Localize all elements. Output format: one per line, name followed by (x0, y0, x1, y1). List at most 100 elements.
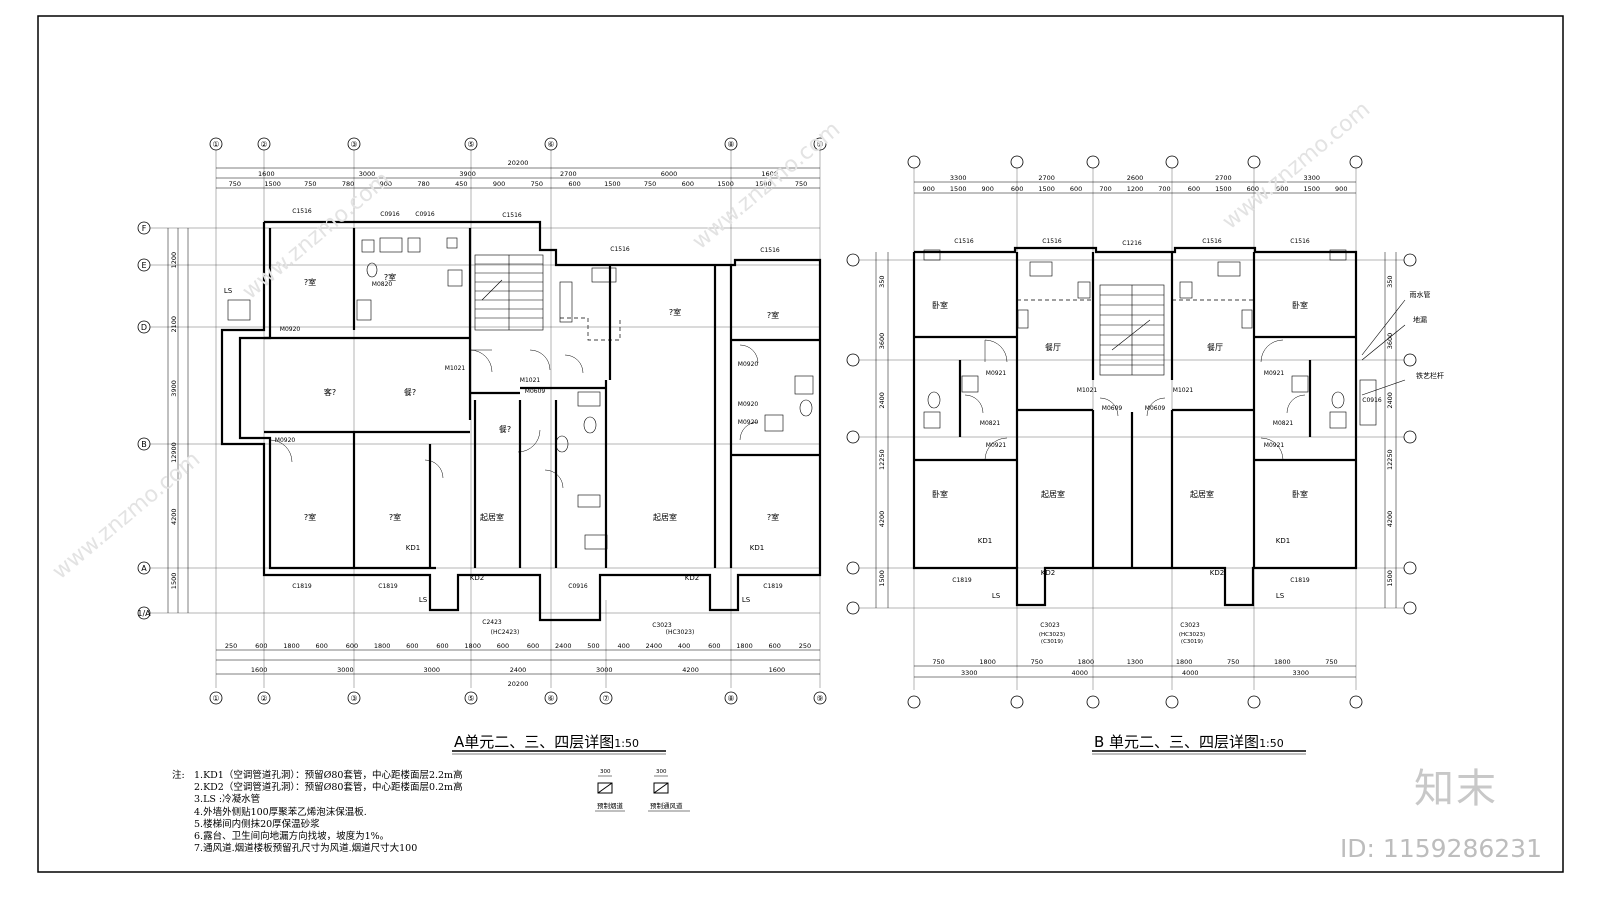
plan-a-window-label: C2423 (482, 619, 502, 626)
plan-b-room-label: 卧室 (932, 489, 948, 499)
plan-a-bottom-dim: 600 (708, 642, 720, 650)
plan-a-axis-col-bubble-label: ③ (350, 140, 357, 149)
plan-b-title-text: B 单元二、三、四层详图 (1094, 733, 1260, 751)
plan-a-bottom-dim: 600 (406, 642, 418, 650)
plan-a-axis-col-bubble-label: ⑦ (602, 694, 609, 703)
plan-a-axis-col-bubble-label: ① (212, 140, 219, 149)
plan-b-top-dim: 700 (1158, 185, 1170, 193)
plan-b-top-dim: 600 (1247, 185, 1259, 193)
plan-a-fixtures (227, 237, 814, 550)
plan-b-callout: 地漏 (1413, 315, 1427, 324)
plan-a-axis-row-bubble-label: F (142, 224, 147, 233)
plan-a-room-label: ?室 (304, 512, 316, 522)
plan-b-top-dim: 1500 (1304, 185, 1321, 193)
plan-a-top-dim: 450 (455, 180, 467, 188)
title-underlines (452, 750, 1306, 755)
plan-b-axis-col-bubble (1247, 695, 1261, 709)
plan-a-window-label: C1819 (292, 583, 312, 590)
plan-b-window-note: (HC3023) (1179, 632, 1205, 638)
plan-a-window-label: C1819 (763, 583, 783, 590)
plan-b-window-label: C1516 (1202, 238, 1222, 245)
plan-b-axis-row-bubble (846, 601, 860, 615)
plan-a-axis-col-bubble-label: ⑤ (467, 694, 474, 703)
watermark-id: ID: 1159286231 (1339, 834, 1542, 863)
plan-a-axis-col-bubble-label: ⑨ (816, 694, 823, 703)
plan-b-room-label: 卧室 (1292, 489, 1308, 499)
plan-a-axis-col-bubble-label: ⑧ (727, 140, 734, 149)
plan-a-top-dim: 1600 (761, 170, 778, 178)
plan-b-top-dim: 600 (1070, 185, 1082, 193)
plan-a-walls (220, 220, 822, 622)
plan-b-tag: LS (992, 592, 1001, 600)
plan-a-door-label: M0920 (275, 437, 296, 444)
plan-b-axis-row-bubble (846, 353, 860, 367)
plan-a-top-dim: 750 (531, 180, 543, 188)
plan-a-door-label: M0920 (738, 419, 759, 426)
plan-b-top-dim: 1500 (1038, 185, 1055, 193)
plan-a-axis-row-bubble (137, 320, 151, 334)
plan-a-axis-col-bubble (813, 137, 827, 151)
plan-a-total-dim: 20200 (508, 680, 529, 688)
plan-a-bottom-dim: 600 (527, 642, 539, 650)
plan-b-axis-col-bubble (907, 155, 921, 169)
plan-b-window-label: C1516 (1290, 238, 1310, 245)
plan-a-top-dim: 1500 (604, 180, 621, 188)
plan-a-bottom-dim: 600 (346, 642, 358, 650)
plan-a-room-label: ?室 (304, 277, 316, 287)
plan-a-tag: KD1 (750, 544, 764, 552)
plan-a-axis-col-bubble (464, 137, 478, 151)
plan-b-window-label: C3023 (1180, 622, 1200, 629)
plan-b-door-label: M0821 (1273, 420, 1294, 427)
plan-a-axis-col-bubble (257, 691, 271, 705)
plan-b-top-dim: 1200 (1127, 185, 1144, 193)
plan-a-axis-col-bubble-label: ⑤ (467, 140, 474, 149)
plan-a-axis-row-bubble-label: E (141, 261, 146, 270)
plan-b-axis-col-bubble (1165, 155, 1179, 169)
plan-b-axis-row-bubble (1403, 601, 1417, 615)
plan-b-top-dim: 600 (1188, 185, 1200, 193)
plan-a-tag: KD2 (685, 574, 699, 582)
plan-b-bottom-dim: 750 (1031, 658, 1043, 666)
plan-b-callout: 雨水管 (1410, 290, 1431, 299)
plan-a-door-label: M1021 (520, 377, 541, 384)
plan-a-bottom-dim: 2400 (510, 666, 527, 674)
plan-a-top-dim: 2700 (560, 170, 577, 178)
plan-a-top-dim: 1500 (755, 180, 772, 188)
plan-a-room-label: 客? (324, 387, 336, 397)
plan-a-left-dim: 3900 (170, 380, 178, 397)
flue-legend-dim: 300 (600, 769, 611, 775)
plan-a-left-dim: 1200 (170, 252, 178, 269)
plan-a-title: A单元二、三、四层详图1:50 (454, 731, 639, 752)
plan-b-axis-row-bubble (1403, 561, 1417, 575)
watermark-url: www.znzmo.com (688, 117, 845, 255)
plan-a-axis-col-bubble (257, 137, 271, 151)
plan-a-room-label: ?室 (669, 307, 681, 317)
plan-a-top-dim: 1500 (264, 180, 281, 188)
plan-b-tag: KD1 (1276, 537, 1290, 545)
plan-a-tag: KD1 (406, 544, 420, 552)
plan-a-door-label: M0920 (738, 361, 759, 368)
plan-a-window-label: C3023 (652, 622, 672, 629)
plan-a-room-label: ?室 (384, 272, 396, 282)
plan-a-window-label: C0916 (415, 211, 435, 218)
plan-a-room-label: ?室 (767, 512, 779, 522)
plan-b-dim-lines (875, 181, 1397, 678)
plan-b-window-label: C1516 (954, 238, 974, 245)
note-item: 5.楼梯间内侧抹20厚保温砂浆 (194, 818, 320, 830)
plan-a-axis-col-bubble-label: ① (212, 694, 219, 703)
plan-b-room-label: 卧室 (932, 300, 948, 310)
plan-a-axis-row-bubble (137, 258, 151, 272)
plan-b-tag: KD2 (1041, 569, 1055, 577)
plan-b-door-label: M0921 (1264, 442, 1285, 449)
vent-legend-dim: 300 (656, 769, 667, 775)
plan-a-bottom-dim: 4200 (682, 666, 699, 674)
plan-a-stair (474, 254, 544, 331)
plan-b-right-dim: 3600 (1386, 333, 1394, 350)
plan-a-window-label: C1516 (502, 212, 522, 219)
plan-a-door-label: M1021 (445, 365, 466, 372)
plan-a-bottom-dim: 2400 (646, 642, 663, 650)
plan-a-axis-row-bubble (137, 437, 151, 451)
plan-a-axis-row-bubble (137, 606, 151, 620)
